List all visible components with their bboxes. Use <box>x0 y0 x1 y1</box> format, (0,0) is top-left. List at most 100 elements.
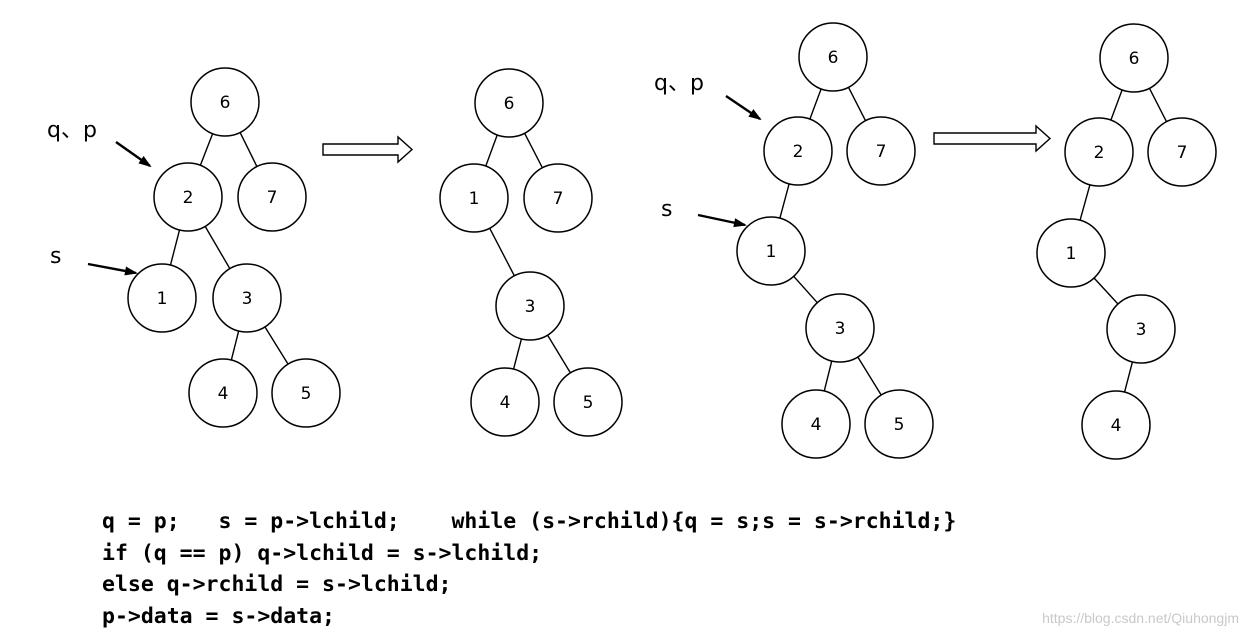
node-circle <box>474 68 544 138</box>
node-label: 4 <box>218 384 229 404</box>
tree1-node1: 1 <box>439 163 509 233</box>
tree2-node1: 1 <box>736 216 806 286</box>
tree0-edge-2-1 <box>169 229 181 266</box>
pointer-label: s <box>50 244 61 269</box>
node-circle <box>127 263 197 333</box>
code-block: q = p; s = p->lchild; while (s->rchild){… <box>102 506 956 632</box>
code-line-1: q = p; s = p->lchild; while (s->rchild){… <box>102 509 957 534</box>
tree2-node2: 2 <box>763 116 833 186</box>
node-label: 2 <box>793 142 804 162</box>
node-label: 2 <box>183 188 194 208</box>
code-line-3: else q->rchild = s->lchild; <box>102 572 452 597</box>
tree2-edge-6-7 <box>847 86 867 122</box>
pointer-3: q、p <box>654 71 762 121</box>
tree1-edge-3-4 <box>512 338 523 370</box>
tree3-edge-3-4 <box>1123 361 1134 393</box>
arrowhead-icon <box>748 109 762 121</box>
tree1-node4: 4 <box>470 367 540 437</box>
node-circle <box>212 263 282 333</box>
node-label: 6 <box>504 94 515 114</box>
node-circle <box>864 389 934 459</box>
node-circle <box>188 358 258 428</box>
node-label: 7 <box>267 188 278 208</box>
node-label: 6 <box>1129 49 1140 69</box>
tree-3: 6 2 7 1 3 4 5 <box>736 22 934 459</box>
node-label: 3 <box>242 289 253 309</box>
tree1-edge-6-7 <box>523 132 544 169</box>
node-circle <box>1036 218 1106 288</box>
transitions-layer <box>322 124 1052 164</box>
tree0-edge-3-4 <box>230 330 240 361</box>
node-circle <box>1147 117 1217 187</box>
node-circle <box>805 293 875 363</box>
tree1-edge-3-5 <box>546 334 572 374</box>
node-circle <box>763 116 833 186</box>
pointer-label: q、p <box>47 118 97 143</box>
tree0-node2: 2 <box>153 162 223 232</box>
node-label: 3 <box>525 297 536 317</box>
node-label: 1 <box>766 242 777 262</box>
tree3-edge-2-1 <box>1079 184 1091 221</box>
node-label: 6 <box>828 48 839 68</box>
pointers-layer: q、p s q、p s <box>47 71 762 276</box>
pointer-label: s <box>661 197 672 222</box>
tree0-node6: 6 <box>190 67 260 137</box>
pointer-label: q、p <box>654 71 704 96</box>
node-circle <box>846 116 916 186</box>
node-circle <box>439 163 509 233</box>
node-label: 4 <box>1111 416 1122 436</box>
arrowhead-icon <box>138 155 152 168</box>
node-circle <box>271 358 341 428</box>
pointer-1: q、p <box>47 118 152 168</box>
node-label: 7 <box>1177 143 1188 163</box>
tree0-edge-2-3 <box>204 226 231 269</box>
tree2-edge-6-2 <box>809 88 822 120</box>
node-label: 6 <box>220 93 231 113</box>
tree-1: 6 2 7 1 3 4 5 <box>127 67 341 428</box>
node-circle <box>1106 294 1176 364</box>
tree3-node4: 4 <box>1081 390 1151 460</box>
transition-arrow-1 <box>322 135 414 164</box>
node-label: 4 <box>500 393 511 413</box>
tree2-edge-1-3 <box>793 275 818 304</box>
arrowhead-icon <box>124 266 138 276</box>
tree2-node7: 7 <box>846 116 916 186</box>
tree0-node3: 3 <box>212 263 282 333</box>
tree2-node3: 3 <box>805 293 875 363</box>
node-label: 1 <box>1066 244 1077 264</box>
node-circle <box>523 163 593 233</box>
tree1-edge-1-3 <box>489 227 515 277</box>
transition-arrow-2 <box>933 124 1052 153</box>
tree3-edge-6-7 <box>1148 87 1168 123</box>
tree0-edge-6-7 <box>239 132 258 167</box>
code-line-2: if (q == p) q->lchild = s->lchild; <box>102 540 543 566</box>
node-label: 7 <box>876 142 887 162</box>
tree0-node4: 4 <box>188 358 258 428</box>
tree1-edge-6-1 <box>485 134 498 167</box>
node-circle <box>470 367 540 437</box>
node-label: 5 <box>894 415 905 435</box>
edges-layer <box>169 86 1168 396</box>
tree1-node3: 3 <box>495 271 565 341</box>
node-label: 4 <box>811 415 822 435</box>
tree2-node6: 6 <box>798 22 868 92</box>
tree0-node5: 5 <box>271 358 341 428</box>
node-label: 3 <box>1136 320 1147 340</box>
node-label: 5 <box>583 393 594 413</box>
tree0-node7: 7 <box>237 162 307 232</box>
node-label: 2 <box>1094 143 1105 163</box>
arrowhead-icon <box>733 218 747 228</box>
node-circle <box>798 22 868 92</box>
node-circle <box>1099 23 1169 93</box>
tree0-edge-6-2 <box>199 133 214 166</box>
node-circle <box>495 271 565 341</box>
tree3-node6: 6 <box>1099 23 1169 93</box>
tree2-node4: 4 <box>781 389 851 459</box>
node-circle <box>736 216 806 286</box>
node-circle <box>553 367 623 437</box>
tree0-node1: 1 <box>127 263 197 333</box>
node-label: 1 <box>469 189 480 209</box>
